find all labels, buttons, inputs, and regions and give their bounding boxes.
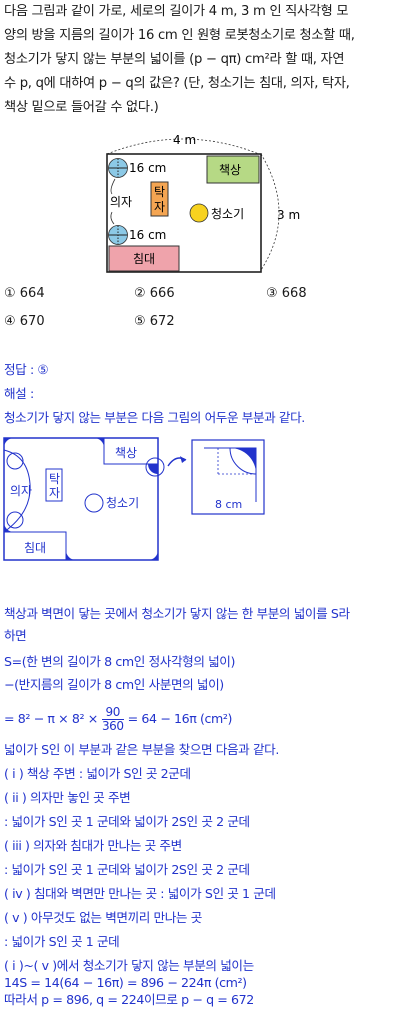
room2-table-top: 탁 <box>49 472 60 486</box>
robot-cleaner <box>189 203 209 223</box>
desk-label: 책상 <box>219 162 241 177</box>
table-label-top: 탁 <box>154 185 165 199</box>
table-label-bottom: 자 <box>154 200 165 214</box>
shaded-room-figure: 책상 탁 자 청소기 의자 침대 8 cm <box>3 437 265 561</box>
answer: 정답 : ⑤ <box>4 362 49 377</box>
cleaner-label: 청소기 <box>211 207 244 221</box>
explain-line-8: ( ii ) 의자만 놓인 곳 주변 <box>4 790 131 805</box>
zoom-label: 8 cm <box>215 498 242 511</box>
explain-line-14: : 넓이가 S인 곳 1 군데 <box>4 934 120 949</box>
room2-cleaner <box>84 493 104 513</box>
explain-line-1: 책상과 벽면이 닿는 곳에서 청소기가 닿지 않는 한 부분의 넓이를 S라 <box>4 606 350 621</box>
table <box>150 181 169 217</box>
chair-label: 의자 <box>110 195 132 209</box>
explain-line-13: ( v ) 아무것도 없는 벽면끼리 만나는 곳 <box>4 910 202 925</box>
room2-table-bottom: 자 <box>49 486 60 500</box>
room2-desk-label: 책상 <box>115 445 137 460</box>
explain-line-5: = 8² − π × 8² × 90 360 = 64 − 16π (cm²) <box>4 701 232 737</box>
shaded-corners <box>4 438 158 560</box>
choice-1[interactable]: ① 664 <box>4 286 45 301</box>
room2-cleaner-label: 청소기 <box>106 496 139 510</box>
choice-2[interactable]: ② 666 <box>134 286 175 301</box>
zoom-shaded-region <box>230 448 256 474</box>
fraction-numerator: 90 <box>101 705 124 720</box>
choice-4[interactable]: ④ 670 <box>4 314 45 329</box>
diameter-label-top: 16 cm <box>129 161 166 175</box>
explain-line-7: ( i ) 책상 주변 : 넓이가 S인 곳 2군데 <box>4 766 191 781</box>
room-figure: 4 m 3 m 책상 탁 자 청소기 16 cm 16 cm 의자 침대 <box>106 133 300 273</box>
room2-desk <box>103 437 159 465</box>
desk <box>206 155 260 184</box>
explain-line-12: ( iv ) 침대와 벽면만 만나는 곳 : 넓이가 S인 곳 1 군데 <box>4 886 276 901</box>
room2-bed <box>3 531 67 561</box>
question-line-4: 수 p, q에 대하여 p − q의 값은? (단, 청소기는 침대, 의자, … <box>4 76 350 91</box>
diameter-label-bottom: 16 cm <box>129 228 166 242</box>
explain-line-6: 넓이가 S인 이 부분과 같은 부분을 찾으면 다음과 같다. <box>4 742 279 757</box>
explain-fraction: 90 360 <box>101 705 124 733</box>
room2-chair-label: 의자 <box>10 484 32 498</box>
zoom-box <box>191 439 265 515</box>
explain-line-10: ( iii ) 의자와 침대가 만나는 곳 주변 <box>4 838 182 853</box>
explain-line-11: : 넓이가 S인 곳 1 군데와 넓이가 2S인 곳 2 군데 <box>4 862 250 877</box>
explain-formula-post: = 64 − 16π (cm²) <box>127 711 233 726</box>
choice-3[interactable]: ③ 668 <box>266 286 307 301</box>
explain-line-2: 하면 <box>4 628 27 643</box>
room-width-label: 4 m <box>173 133 196 147</box>
question-line-3: 청소기가 닿지 않는 부분의 넓이를 (p − qπ) cm²라 할 때, 자연 <box>4 52 345 67</box>
explain-line-16: 14S = 14(64 − 16π) = 896 − 224π (cm²) <box>4 975 247 990</box>
choice-5[interactable]: ⑤ 672 <box>134 314 175 329</box>
room-height-label: 3 m <box>277 208 300 222</box>
question-line-1: 다음 그림과 같이 가로, 세로의 길이가 4 m, 3 m 인 직사각형 모 <box>4 4 349 19</box>
explanation-intro: 청소기가 닿지 않는 부분은 다음 그림의 어두운 부분과 같다. <box>4 410 305 425</box>
explain-line-17: 따라서 p = 896, q = 224이므로 p − q = 672 <box>4 992 254 1007</box>
explain-line-4: −(반지름의 길이가 8 cm인 사분면의 넓이) <box>4 677 224 692</box>
room2-table <box>45 468 63 502</box>
question-line-5: 책상 밑으로 들어갈 수 없다.) <box>4 100 159 115</box>
question-line-2: 양의 방을 지름의 길이가 16 cm 인 원형 로봇청소기로 청소할 때, <box>4 28 355 43</box>
bed <box>108 245 180 272</box>
room2-bed-label: 침대 <box>24 541 46 555</box>
explain-line-3: S=(한 변의 길이가 8 cm인 정사각형의 넓이) <box>4 654 236 669</box>
explain-line-9: : 넓이가 S인 곳 1 군데와 넓이가 2S인 곳 2 군데 <box>4 814 250 829</box>
explain-line-15: ( i )~( v )에서 청소기가 닿지 않는 부분의 넓이는 <box>4 958 254 973</box>
bed-label: 침대 <box>133 252 155 266</box>
fraction-denominator: 360 <box>101 718 124 733</box>
room2-outline <box>3 437 159 561</box>
explain-formula-pre: = 8² − π × 8² × <box>4 711 98 726</box>
explanation-title: 해설 : <box>4 386 34 401</box>
